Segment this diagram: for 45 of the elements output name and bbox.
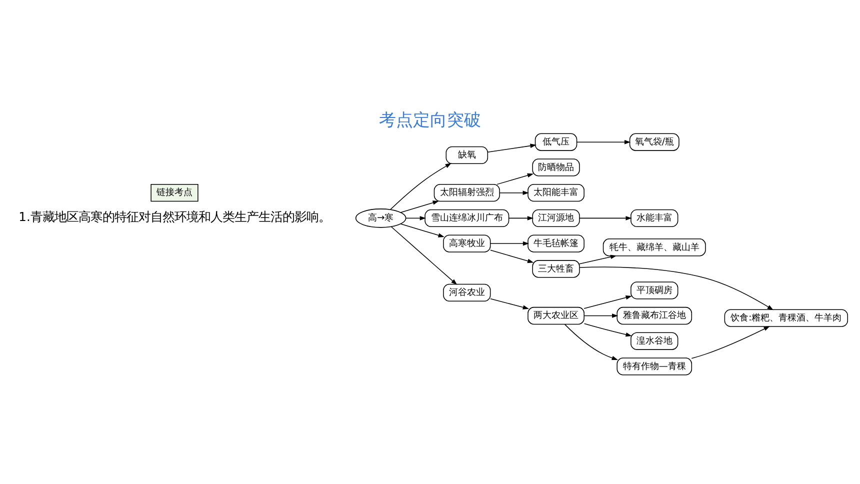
arrow [579,266,774,310]
arrow [584,295,632,309]
node-box: 两大农业区 [528,306,584,325]
node-box: 雪山连绵冰川广布 [424,209,510,228]
arrow [576,140,631,144]
node-box: 缺氧 [446,146,488,164]
node-box: 牛毛毡帐篷 [528,234,584,252]
node-box: 湟水谷地 [630,332,678,350]
node-box: 平顶碉房 [630,282,678,300]
arrow [405,216,426,220]
arrow [390,226,458,285]
arrow [490,241,530,246]
arrow [499,190,529,195]
node-box: 太阳辐射强烈 [434,184,500,202]
arrow [691,326,770,359]
diagram-title: 考点定向突破 [379,110,482,130]
node-box: 河谷农业 [443,284,491,302]
node-box: 三大牲畜 [532,260,580,278]
node-box: 太阳能丰富 [528,184,584,202]
label: 链接考点 [156,187,192,198]
node-box: 牦牛、藏绵羊、藏山羊 [602,238,706,256]
arrow [584,323,632,337]
arrow [579,216,632,220]
node-box: 雅鲁藏布江谷地 [616,306,692,325]
arrow [487,144,536,153]
arrow [496,173,534,185]
node-box: 江河源地 [532,209,580,228]
arrow [490,250,534,264]
node-box: 特有作物—青稞 [616,358,692,376]
arrow [579,254,617,264]
node-box: 饮食:糌粑、青稞酒、牛羊肉 [724,309,848,327]
label: 1.青藏地区高寒的特征对自然环境和人类生产生活的影响。 [18,210,330,224]
node-box: 低气压 [534,133,578,151]
node-box: 高寒牧业 [443,234,491,252]
node-box: 氧气袋/瓶 [629,133,680,151]
arrow [490,298,530,310]
arrow [400,224,444,238]
node-box: 水能丰富 [630,209,678,228]
arrow [400,200,439,213]
arrow [584,314,618,318]
arrow [564,324,618,360]
node-ellipse: 高→寒 [355,208,406,228]
arrow [508,216,534,220]
node-box: 防晒物品 [532,158,580,176]
arrow [390,163,452,210]
